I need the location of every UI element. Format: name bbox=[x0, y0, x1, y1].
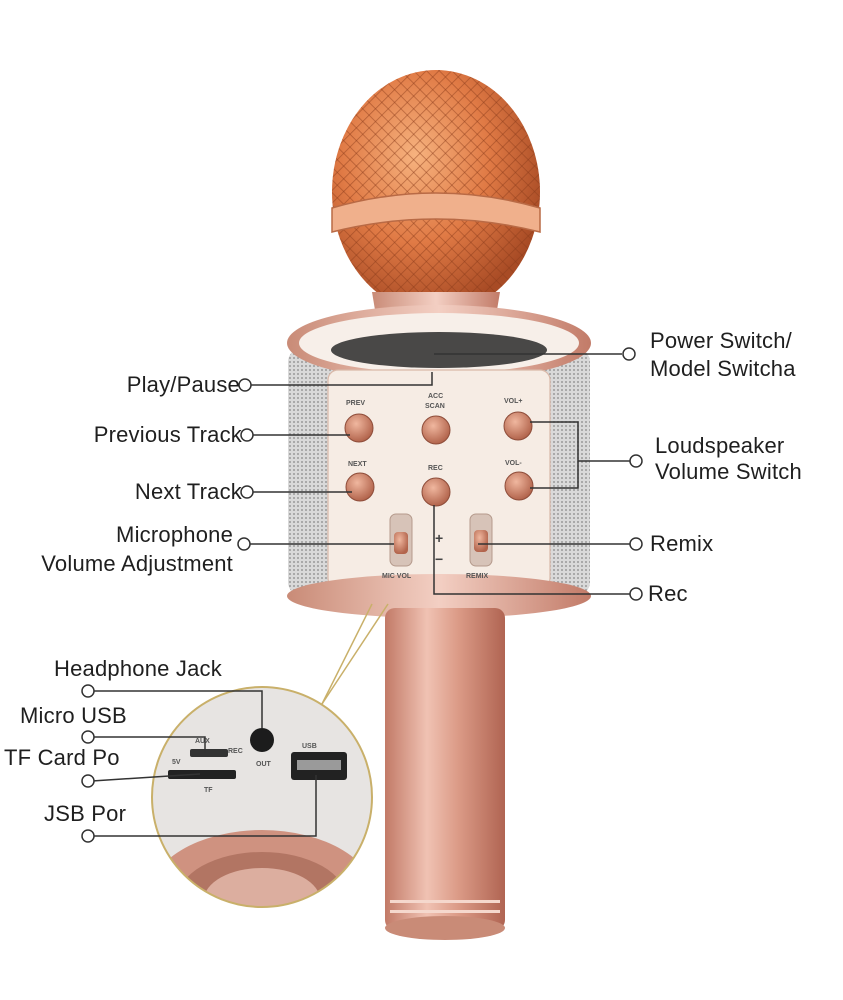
control-body bbox=[287, 305, 591, 618]
button-acc-scan: ACC SCAN bbox=[421, 393, 451, 445]
next-text: NEXT bbox=[348, 461, 367, 468]
button-vol-plus: VOL+ bbox=[503, 398, 533, 441]
rec-small-text: REC bbox=[228, 748, 243, 755]
acc-text: ACC bbox=[428, 393, 443, 400]
label-next-track: Next Track bbox=[134, 479, 242, 504]
mic-vol-slider: MIC VOL bbox=[382, 513, 413, 580]
label-rec: Rec bbox=[648, 581, 688, 606]
minus-sign: − bbox=[435, 551, 443, 567]
remix-slider: REMIX bbox=[466, 513, 493, 580]
remix-device-text: REMIX bbox=[466, 573, 489, 580]
leader-endpoints bbox=[81, 347, 643, 843]
usb-text: USB bbox=[302, 743, 317, 750]
aux-text: AUX bbox=[195, 738, 210, 745]
microphone-head bbox=[331, 70, 541, 314]
label-tf-card: TF Card Po bbox=[4, 745, 120, 770]
mic-vol-text: MIC VOL bbox=[382, 573, 412, 580]
label-play-pause: Play/Pause bbox=[126, 372, 240, 397]
label-speaker-1: Loudspeaker bbox=[655, 433, 785, 458]
five-v-text: 5V bbox=[172, 759, 181, 766]
leader-lines bbox=[91, 353, 630, 837]
tf-text: TF bbox=[204, 787, 213, 794]
label-power-1: Power Switch/ bbox=[650, 328, 792, 353]
vol-plus-text: VOL+ bbox=[504, 398, 522, 405]
plus-sign: + bbox=[435, 530, 443, 546]
label-power-2: Model Switcha bbox=[650, 356, 796, 381]
button-prev: PREV bbox=[344, 400, 374, 443]
button-vol-minus: VOL- bbox=[504, 460, 534, 501]
button-rec: REC bbox=[421, 465, 451, 507]
label-remix: Remix bbox=[650, 531, 714, 556]
label-speaker-2: Volume Switch bbox=[655, 459, 802, 484]
label-headphone-jack: Headphone Jack bbox=[54, 656, 222, 681]
out-text: OUT bbox=[256, 761, 272, 768]
label-micro-usb: Micro USB bbox=[20, 703, 127, 728]
rec-device-text: REC bbox=[428, 465, 443, 472]
label-previous-track: Previous Track bbox=[93, 422, 242, 447]
button-next: NEXT bbox=[345, 461, 375, 502]
label-mic-volume-2: Volume Adjustment bbox=[41, 551, 233, 576]
prev-text: PREV bbox=[346, 400, 365, 407]
label-mic-volume-1: Microphone bbox=[116, 522, 233, 547]
vol-minus-text: VOL- bbox=[505, 460, 522, 467]
label-usb-port: JSB Por bbox=[44, 801, 127, 826]
microphone-handle bbox=[385, 608, 505, 940]
scan-text: SCAN bbox=[425, 403, 445, 410]
